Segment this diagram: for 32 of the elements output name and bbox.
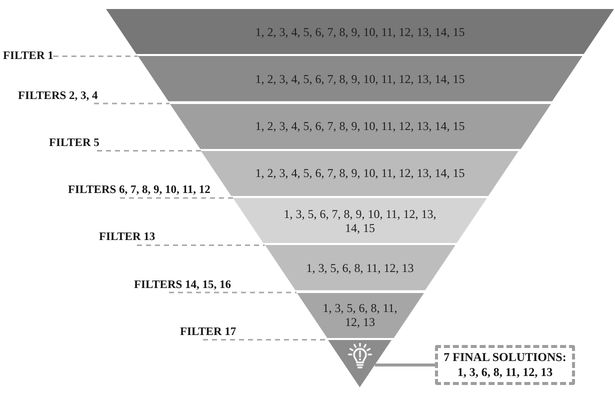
number-list: 1, 2, 3, 4, 5, 6, 7, 8, 9, 10, 11, 12, 13, 14, 15 <box>255 24 465 39</box>
funnel-band <box>233 198 487 244</box>
leader-line <box>169 292 296 294</box>
leader-line <box>97 150 202 152</box>
number-list: 1, 2, 3, 4, 5, 6, 7, 8, 9, 10, 11, 12, 13, 14, 15 <box>255 119 465 134</box>
filter-label: FILTER 13 <box>99 229 156 246</box>
summary-heading: 7 FINAL SOLUTIONS: <box>444 350 566 365</box>
funnel-band <box>264 245 456 290</box>
filter-label: FILTERS 6, 7, 8, 9, 10, 11, 12 <box>68 182 210 198</box>
filter-label: FILTER 1 <box>3 48 54 64</box>
leader-line <box>53 56 138 57</box>
number-list: 1, 2, 3, 4, 5, 6, 7, 8, 9, 10, 11, 12, 13, 14, 15 <box>255 166 465 180</box>
funnel-tip <box>328 340 392 387</box>
leader-line <box>94 102 170 104</box>
number-list: 1, 2, 3, 4, 5, 6, 7, 8, 9, 10, 11, 12, 13, 14, 15 <box>255 72 465 86</box>
filter-label: FILTER 17 <box>180 324 236 340</box>
leader-line <box>137 244 265 246</box>
number-list: 1, 3, 5, 6, 8, 11, 12, 13 <box>317 301 403 330</box>
leader-line <box>120 197 233 199</box>
funnel-band <box>106 9 614 54</box>
filter-label: FILTER 5 <box>49 134 100 151</box>
number-list: 1, 3, 5, 6, 8, 11, 12, 13 <box>306 260 414 275</box>
summary-box <box>435 345 575 385</box>
funnel-band <box>296 292 424 338</box>
connector-line <box>374 364 435 366</box>
filter-label: FILTERS 2, 3, 4 <box>18 88 98 104</box>
number-list: 1, 3, 5, 6, 7, 8, 9, 10, 11, 12, 13, 14, 15 <box>280 206 440 235</box>
solution-list: 1, 3, 6, 8, 11, 12, 13 <box>457 365 553 380</box>
filter-label: FILTERS 14, 15, 16 <box>134 276 232 292</box>
funnel-band <box>138 56 582 102</box>
funnel-band <box>201 150 519 196</box>
funnel-band <box>170 104 550 149</box>
